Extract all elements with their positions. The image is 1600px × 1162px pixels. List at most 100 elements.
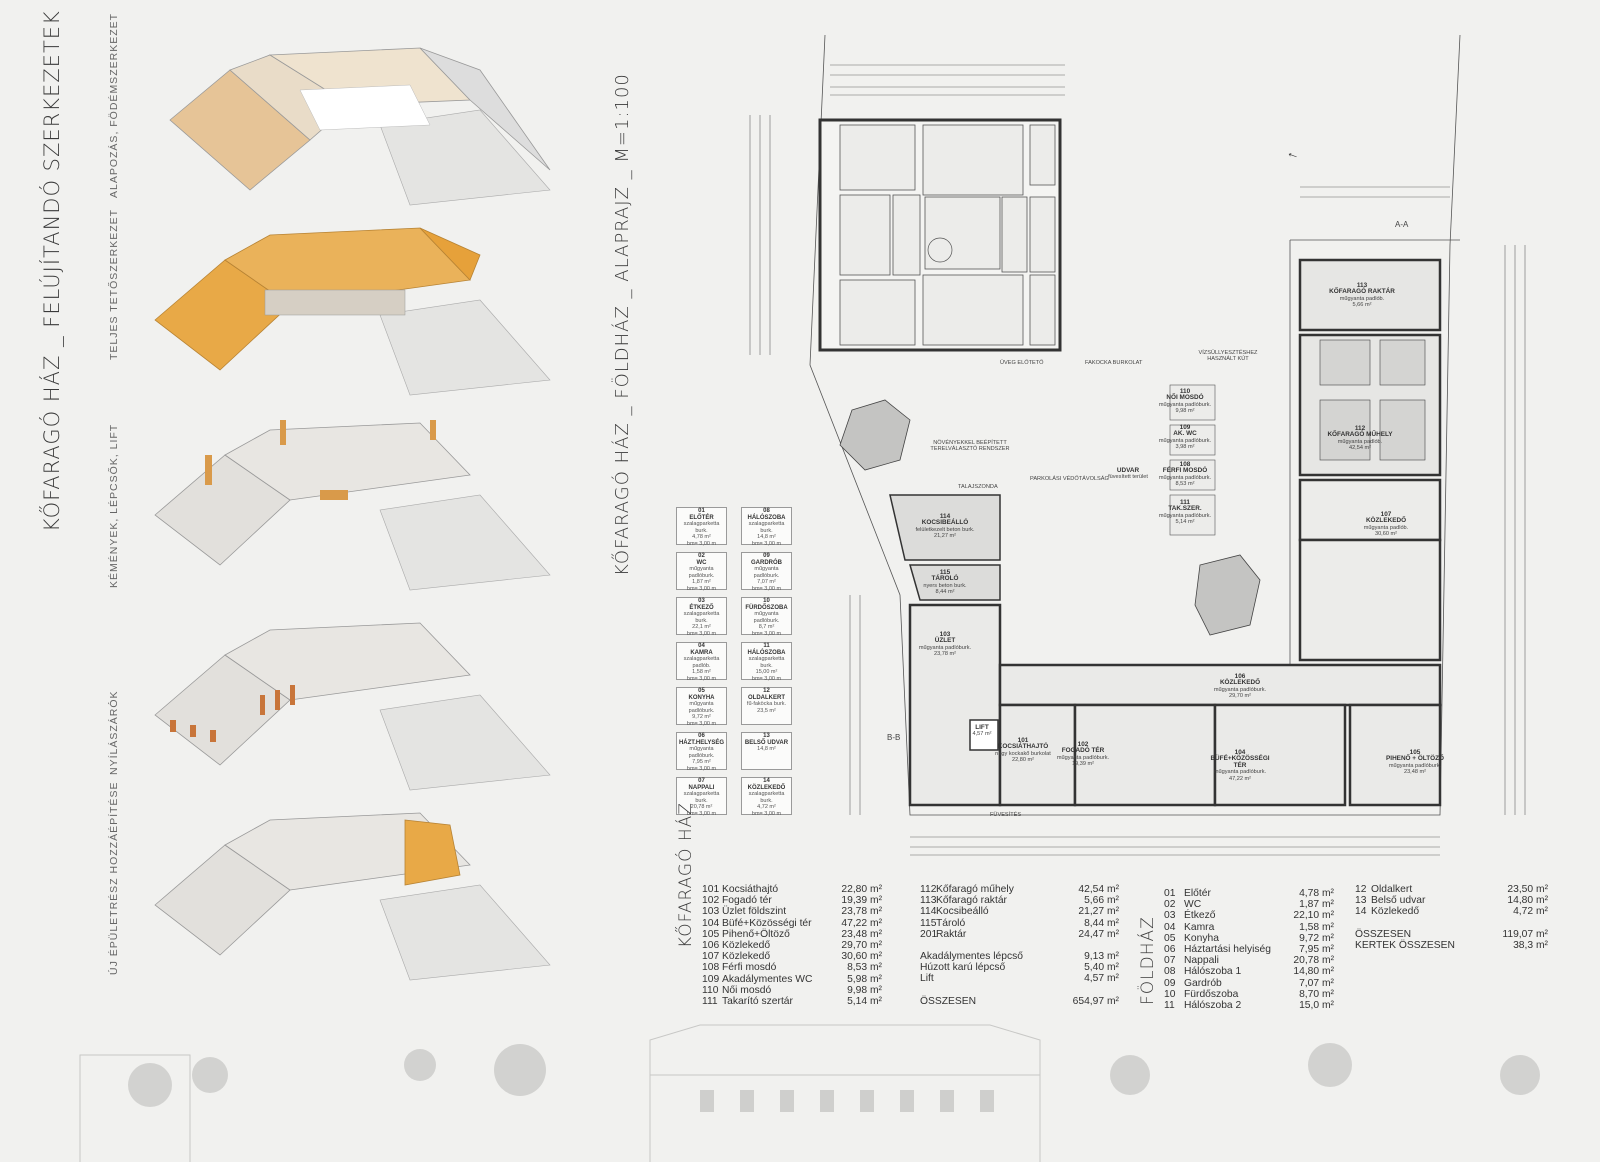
schedule-name: Gardrób	[1184, 977, 1222, 989]
schedule-area: 8,70 m²	[1299, 988, 1334, 1000]
schedule-name: Fogadó tér	[722, 895, 772, 907]
legend-name: HÁLÓSZOBA	[747, 514, 786, 521]
legend-name: FÜRDŐSZOBA	[745, 604, 788, 611]
legend-h: bm= 3,00 m	[686, 720, 717, 727]
legend-h: bm= 3,00 m	[751, 540, 782, 547]
plan-room-num: 111	[1180, 499, 1190, 506]
schedule-area: 4,72 m²	[1513, 906, 1548, 918]
plan-room-desc: műgyanta padlóburk.	[1388, 762, 1442, 769]
legend-name: ELŐTÉR	[689, 514, 714, 521]
schedule-row: 02 WC 1,87 m²	[1164, 899, 1334, 910]
schedule-num: 111	[702, 996, 718, 1008]
legend-area: 23,5 m²	[757, 707, 776, 714]
schedule-area: 24,47 m²	[1078, 928, 1119, 940]
legend-num: 01	[698, 508, 705, 514]
legend-area: 22,1 m²	[692, 624, 711, 630]
schedule-area: 23,78 m²	[841, 906, 882, 918]
legend-num: 12	[763, 688, 770, 694]
legend-area: 14,8 m²	[757, 746, 776, 752]
schedule-num: 08	[1164, 966, 1176, 978]
legend-name: KÖZLEKEDŐ	[747, 784, 786, 791]
schedule-area: 30,60 m²	[841, 951, 882, 963]
plan-room-num: 103	[939, 631, 951, 638]
schedule-name: Hálószoba 1	[1184, 966, 1242, 978]
legend-h: bm= 3,00 m	[686, 765, 717, 772]
legend-name: KAMRA	[690, 649, 713, 656]
legend-num: 02	[698, 553, 705, 559]
plan-room-num: 105	[1409, 749, 1421, 756]
legend-desc: szalagparketta burk.	[748, 521, 785, 534]
plan-room-name: KŐFARAGÓ MŰHELY	[1327, 431, 1393, 439]
schedule-num: 14	[1355, 906, 1367, 918]
plan-room-num: 101	[1017, 737, 1029, 744]
schedule-num: 12	[1355, 884, 1367, 895]
schedule-name: Étkező	[1184, 910, 1216, 922]
schedule-name: Kamra	[1184, 921, 1215, 933]
schedule-name: Közlekedő	[722, 951, 771, 963]
plan-room-num: 104	[1234, 749, 1246, 756]
plan-room-area: 5,14 m²	[1175, 519, 1195, 526]
schedule-name: ÖSSZESEN	[1355, 928, 1412, 940]
floor-plan: ↑	[749, 35, 1526, 856]
plan-room-desc: füvesített terület	[1108, 474, 1148, 481]
plan-room-desc: műgyanta padlóburk.	[918, 644, 972, 651]
axo-label-4: NYÍLÁSZÁRÓK	[108, 690, 120, 775]
note-grass: FÜVESÍTÉS	[990, 812, 1022, 818]
schedule-num: 02	[1164, 899, 1176, 911]
schedule-name: Konyha	[1184, 932, 1219, 944]
schedule-name: Takarító szertár	[722, 996, 793, 1008]
legend-desc: műgyanta padlóburk.	[688, 566, 715, 579]
plan-room-area: 30,60 m²	[1374, 531, 1398, 538]
legend-area: 14,8 m²	[757, 534, 776, 540]
schedule-name: Büfé+Közösségi tér	[722, 917, 812, 929]
legend-name: HÁLÓSZOBA	[747, 649, 786, 656]
legend-area: 4,78 m²	[692, 534, 711, 540]
plan-room-area: 8,44 m²	[935, 589, 955, 596]
schedule-name: Kőfaragó műhely	[936, 884, 1014, 895]
legend-name: WC	[696, 559, 707, 566]
schedule-num: 03	[1164, 910, 1176, 922]
schedule-num: 05	[1164, 932, 1176, 944]
legend-name: OLDALKERT	[748, 694, 785, 701]
plan-room-area: 8,53 m²	[1175, 481, 1195, 488]
schedule-num: 06	[1164, 944, 1176, 956]
plan-room-area: 22,80 m²	[1011, 757, 1035, 764]
plan-room-name: UDVAR	[1116, 467, 1140, 474]
legend-num: 04	[698, 643, 705, 649]
schedule-name: Belső udvar	[1371, 895, 1426, 907]
plan-room-num: 109	[1179, 424, 1191, 431]
legend-desc: műgyanta padlóburk.	[753, 566, 780, 579]
legend-area: 4,72 m²	[757, 804, 776, 810]
legend-desc: szalagparketta burk.	[748, 656, 785, 669]
axo-label-1: ALAPOZÁS, FÖDÉMSZERKEZET	[108, 12, 120, 198]
schedule-name: WC	[1184, 899, 1202, 911]
plan-room-desc: műgyanta padlób.	[1339, 295, 1385, 302]
schedule-area: 5,14 m²	[847, 996, 882, 1008]
schedule-num: 112	[920, 884, 937, 895]
legend-desc: műgyanta padlóburk.	[688, 701, 715, 714]
schedule-num: 107	[702, 951, 720, 963]
schedule-name: Férfi mosdó	[722, 962, 777, 974]
schedule-num: 102	[702, 895, 720, 907]
plan-room-num: 110	[1179, 388, 1191, 395]
schedule-area: 1,87 m²	[1299, 899, 1334, 911]
note-well: VÍZSÜLLYESZTÉSHEZ HASZNÁLT KÚT	[1198, 350, 1258, 363]
legend-area: 8,7 m²	[758, 624, 775, 630]
